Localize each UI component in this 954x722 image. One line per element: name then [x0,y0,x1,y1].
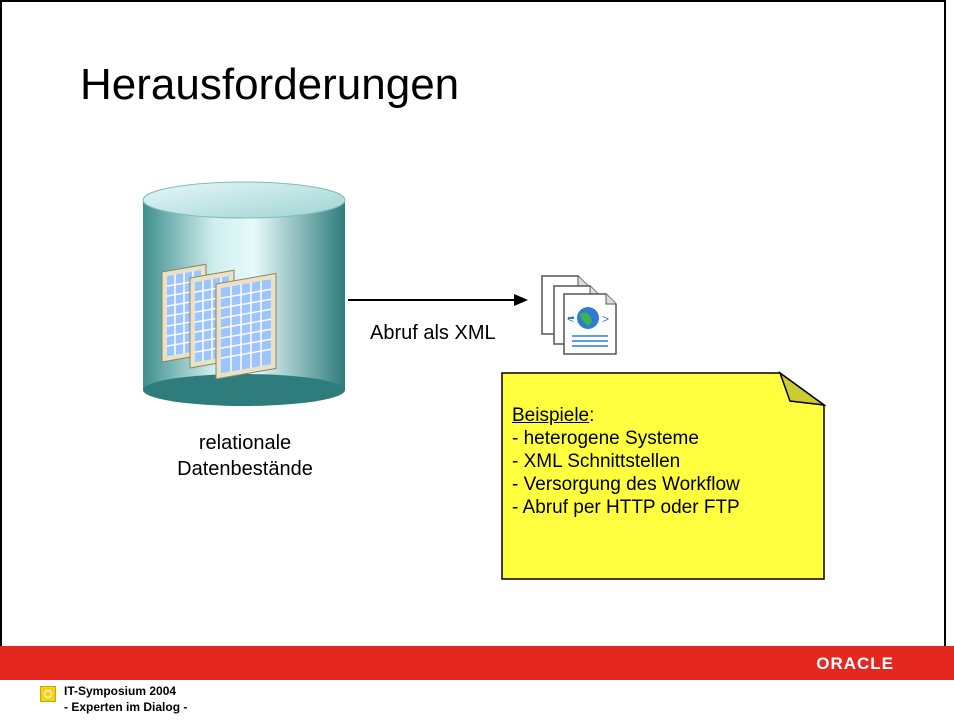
note-heading-colon: : [589,405,595,426]
note-shape [501,371,826,580]
database-icon [142,181,346,406]
note-item: - Abruf per HTTP oder FTP [512,497,740,518]
database-caption: relationale Datenbestände [150,430,340,482]
note-heading: Beispiele [512,405,590,426]
note-heading-row: Beispiele: [512,404,740,427]
arrow-label: Abruf als XML [370,322,496,344]
xml-document-icon: < > [541,275,617,355]
slide-title: Herausforderungen [80,60,460,109]
arrow-right-icon [348,294,528,306]
note-item: - Versorgung des Workflow [512,474,740,495]
database-caption-line2: Datenbestände [177,458,313,480]
database-caption-line1: relationale [198,432,292,454]
symposium-logo-icon [40,686,56,702]
event-name: IT-Symposium 2004 [64,684,177,698]
slide-frame [0,0,946,646]
oracle-logo: ORACLE [816,654,894,673]
svg-text:<: < [567,312,574,326]
svg-text:>: > [602,312,609,326]
note-content: Beispiele: - heterogene Systeme - XML Sc… [512,404,740,519]
note-item: - XML Schnittstellen [512,451,681,472]
note-item: - heterogene Systeme [512,428,699,449]
footer-bar [0,646,954,680]
event-tagline: - Experten im Dialog - [64,700,188,714]
